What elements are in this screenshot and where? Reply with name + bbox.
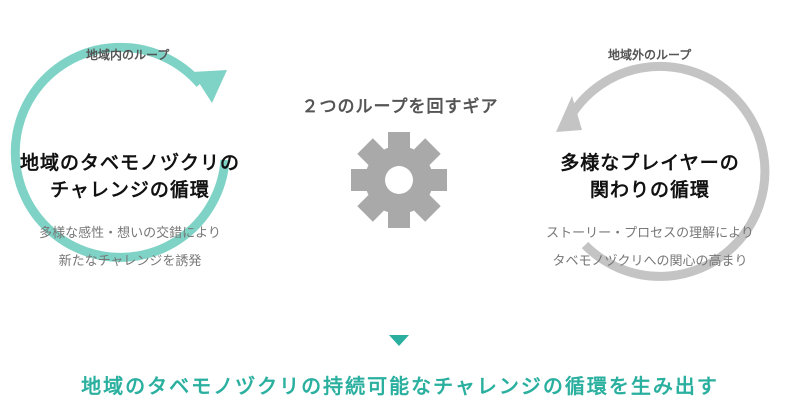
- right-loop-heading: 多様なプレイヤーの 関わりの循環: [520, 150, 780, 204]
- right-loop-description: ストーリー・プロセスの理解により タベモノヅクリへの関心の高まり: [510, 220, 790, 276]
- right-loop-arrow: [556, 61, 770, 281]
- left-loop-description-line2: 新たなチャレンジを誘発: [58, 254, 202, 269]
- right-loop-caption: 地域外のループ: [608, 48, 692, 62]
- left-loop-description: 多様な感性・想いの交錯により 新たなチャレンジを誘発: [0, 220, 260, 276]
- right-loop-description-line1: ストーリー・プロセスの理解により: [546, 226, 754, 241]
- right-loop-heading-line1: 多様なプレイヤーの: [560, 152, 740, 174]
- left-loop-description-line1: 多様な感性・想いの交錯により: [39, 226, 221, 241]
- conclusion-text: 地域のタベモノヅクリの持続可能なチャレンジの循環を生み出す: [81, 374, 719, 398]
- left-loop-arrow: [10, 42, 230, 262]
- right-loop-heading-line2: 関わりの循環: [589, 179, 710, 201]
- right-loop-description-line2: タベモノヅクリへの関心の高まり: [552, 254, 748, 269]
- center-title: ２つのループを回すギア: [301, 97, 499, 117]
- left-loop-heading: 地域のタベモノヅクリの チャレンジの循環: [0, 150, 260, 204]
- gear-icon: [351, 132, 447, 228]
- left-loop-caption: 地域内のループ: [86, 48, 170, 62]
- left-loop-heading-line2: チャレンジの循環: [50, 179, 210, 201]
- left-loop-heading-line1: 地域のタベモノヅクリの: [19, 152, 240, 174]
- down-arrow-icon: [389, 335, 409, 346]
